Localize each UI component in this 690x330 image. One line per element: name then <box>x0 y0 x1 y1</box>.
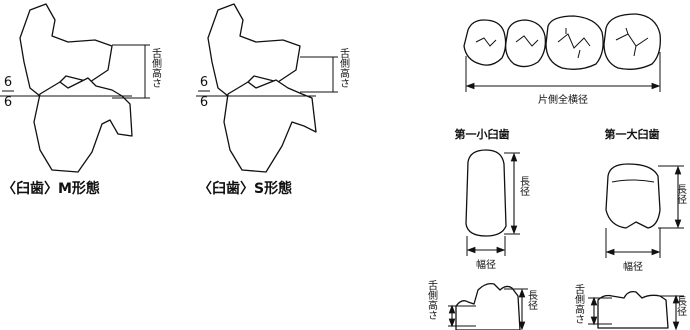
m-form-lingual-height-label: 舌側高さ <box>150 48 162 88</box>
first-molar-side-figure <box>588 290 684 330</box>
s-form-figure <box>196 3 338 173</box>
first-molar-crown-figure <box>605 163 684 258</box>
arch-tooth-2 <box>505 19 546 68</box>
first-premolar-side-length-label: 長径 <box>526 290 538 310</box>
first-premolar-width-label: 幅径 <box>476 258 496 271</box>
m-form-figure <box>0 3 150 173</box>
m-form-fraction-top: 6 <box>4 75 12 90</box>
first-molar-title: 第一大臼歯 <box>605 127 660 141</box>
first-molar-lingual-height-label: 舌側高さ <box>573 284 585 324</box>
s-form-lingual-height-label: 舌側高さ <box>338 48 350 88</box>
first-molar-length-label: 長径 <box>675 184 687 204</box>
s-form-caption: 〈臼歯〉S形態 <box>198 180 292 197</box>
first-premolar-title: 第一小臼歯 <box>455 127 510 141</box>
s-form-upper-tooth <box>207 3 301 97</box>
s-form-fraction-bottom: 6 <box>200 95 208 110</box>
s-form-lower-tooth <box>223 79 317 173</box>
m-form-caption: 〈臼歯〉M形態 <box>2 180 100 197</box>
arch-width-label: 片側全横径 <box>538 93 588 106</box>
first-premolar-side-figure <box>448 282 528 330</box>
first-premolar-crown-figure <box>465 149 520 256</box>
m-form-upper-tooth <box>19 3 113 97</box>
first-premolar-length-label: 長径 <box>518 176 530 196</box>
m-form-lower-tooth <box>33 77 133 173</box>
arch-tooth-1 <box>463 19 507 66</box>
dental-arch-figure <box>463 13 661 92</box>
arch-tooth-3 <box>545 15 604 70</box>
first-molar-width-label: 幅径 <box>623 260 643 273</box>
m-form-fraction-bottom: 6 <box>4 95 12 110</box>
s-form-fraction-top: 6 <box>200 75 208 90</box>
arch-tooth-4 <box>603 13 661 70</box>
first-molar-side-length-label: 長径 <box>675 296 687 316</box>
first-premolar-lingual-height-label: 舌側高さ <box>426 280 438 320</box>
